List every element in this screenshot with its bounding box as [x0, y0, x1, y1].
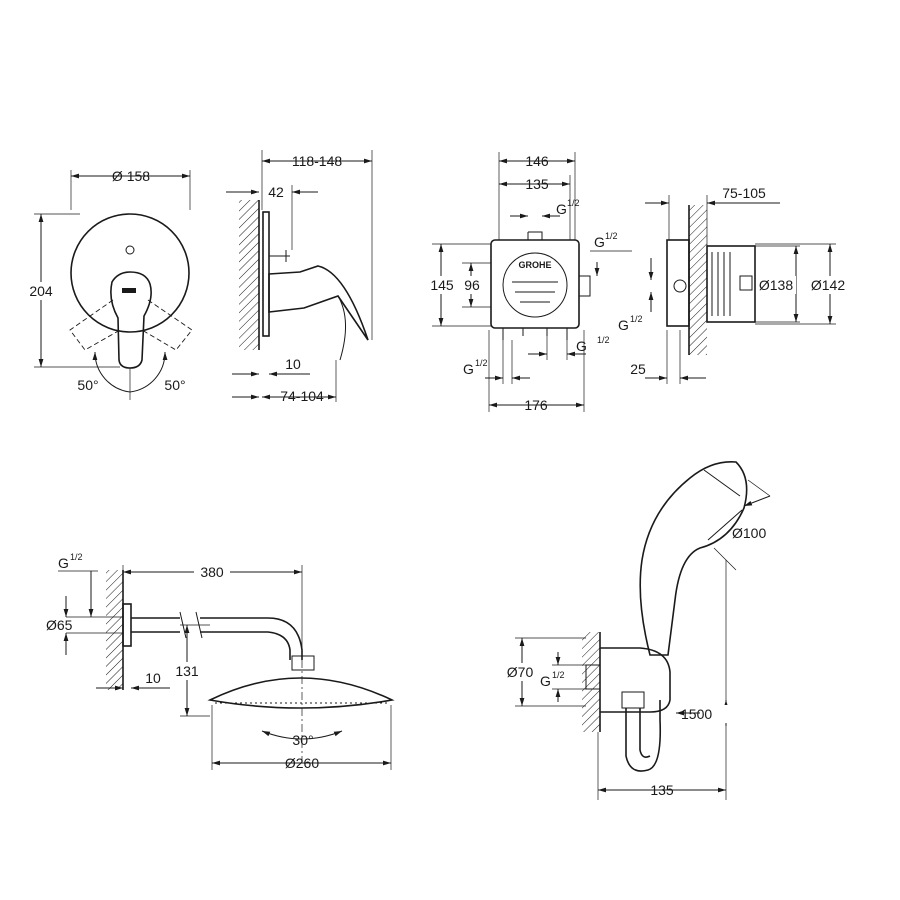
head-shower-view: 30° G 1/2 Ø65 380 10 131 Ø260	[46, 552, 395, 771]
svg-text:1/2: 1/2	[552, 670, 565, 680]
body-chamber	[502, 252, 568, 318]
body-bottom-thread-left: G	[463, 361, 474, 377]
body-side-depth: 75-105	[722, 185, 766, 201]
mixer-spindle-dim: 42	[268, 184, 284, 200]
svg-text:1/2: 1/2	[605, 231, 618, 241]
hand-shower	[639, 461, 748, 656]
body-outer-width: 146	[525, 153, 549, 169]
lever-left-position	[69, 299, 121, 351]
head-drop: 131	[175, 663, 199, 679]
head-shower	[207, 677, 395, 709]
body-outer-height: 145	[430, 277, 454, 293]
mixer-face-diameter: Ø 158	[112, 168, 150, 184]
head-tilt-angle: 30°	[292, 732, 313, 748]
body-inner-height: 96	[464, 277, 480, 293]
body-side-dia-outer: Ø142	[811, 277, 845, 293]
mixer-screw-hole	[125, 245, 135, 255]
ball-joint	[291, 655, 315, 671]
shower-hose	[625, 700, 662, 772]
body-side-dia-inner: Ø138	[759, 277, 793, 293]
mixer-side-view: 118-148 42 10 74-104	[226, 150, 373, 404]
hand-offset: 135	[650, 782, 674, 798]
brand-mark: GROHE	[518, 260, 551, 270]
body-inner-width: 135	[525, 176, 549, 192]
hand-elbow-dia: Ø70	[507, 664, 534, 680]
body-right-thread-upper: G	[594, 234, 605, 250]
mixer-lever-side	[268, 265, 369, 341]
head-arm-length: 380	[200, 564, 224, 580]
body-frame	[490, 239, 580, 329]
mixer-faceplate	[70, 213, 190, 333]
wall-outlet-elbow	[600, 647, 671, 713]
hand-head-dia: Ø100	[732, 525, 766, 541]
body-cartridge	[706, 245, 756, 323]
lever-right-position	[141, 299, 193, 351]
body-top-thread-frac: 1/2	[567, 198, 580, 208]
head-flange-depth: 10	[145, 670, 161, 686]
body-base-width: 176	[524, 397, 548, 413]
shower-arm	[200, 617, 303, 660]
mixer-angle-right: 50°	[164, 377, 185, 393]
body-top-thread: G	[556, 201, 567, 217]
mixer-lever-mark	[122, 288, 136, 293]
mixer-angle-left: 50°	[77, 377, 98, 393]
concealed-body-front: GROHE 146 135 G 1/2 G 1/2 145 96	[425, 152, 632, 413]
wall-hatch-4	[582, 632, 600, 732]
hand-hose-length: 1500	[681, 706, 712, 722]
head-thread: G	[58, 555, 69, 571]
svg-text:1/2: 1/2	[597, 335, 610, 345]
hand-shower-view: Ø100 Ø70 G 1/2 1500 135	[500, 461, 771, 800]
mixer-depth-range: 118-148	[292, 153, 343, 169]
shower-arm-start	[131, 617, 180, 633]
mixer-spindle	[269, 250, 290, 262]
wall-hatch	[239, 200, 259, 350]
head-dia: Ø260	[285, 755, 319, 771]
body-right-thread-lower: G	[576, 338, 587, 354]
concealed-body-side: 75-105 Ø138 Ø142 G 1/2 25	[618, 185, 850, 384]
mixer-lever	[110, 271, 152, 369]
mixer-plate-dim: 10	[285, 356, 301, 372]
body-side-offset: 25	[630, 361, 646, 377]
body-side-thread: G	[618, 317, 629, 333]
head-flange-dia: Ø65	[46, 617, 73, 633]
mixer-front-view: Ø 158 204 50° 50°	[24, 168, 193, 400]
svg-text:1/2: 1/2	[630, 314, 643, 324]
hand-thread: G	[540, 673, 551, 689]
mixer-wall-range: 74-104	[280, 388, 324, 404]
shower-arm-flange	[122, 603, 132, 647]
svg-text:1/2: 1/2	[70, 552, 83, 562]
wall-hatch-3	[106, 570, 123, 690]
svg-text:1/2: 1/2	[475, 358, 488, 368]
mixer-height: 204	[29, 283, 53, 299]
mixer-rosette	[262, 211, 270, 337]
hose-nut	[621, 691, 645, 709]
wall-hatch-2	[689, 205, 707, 355]
